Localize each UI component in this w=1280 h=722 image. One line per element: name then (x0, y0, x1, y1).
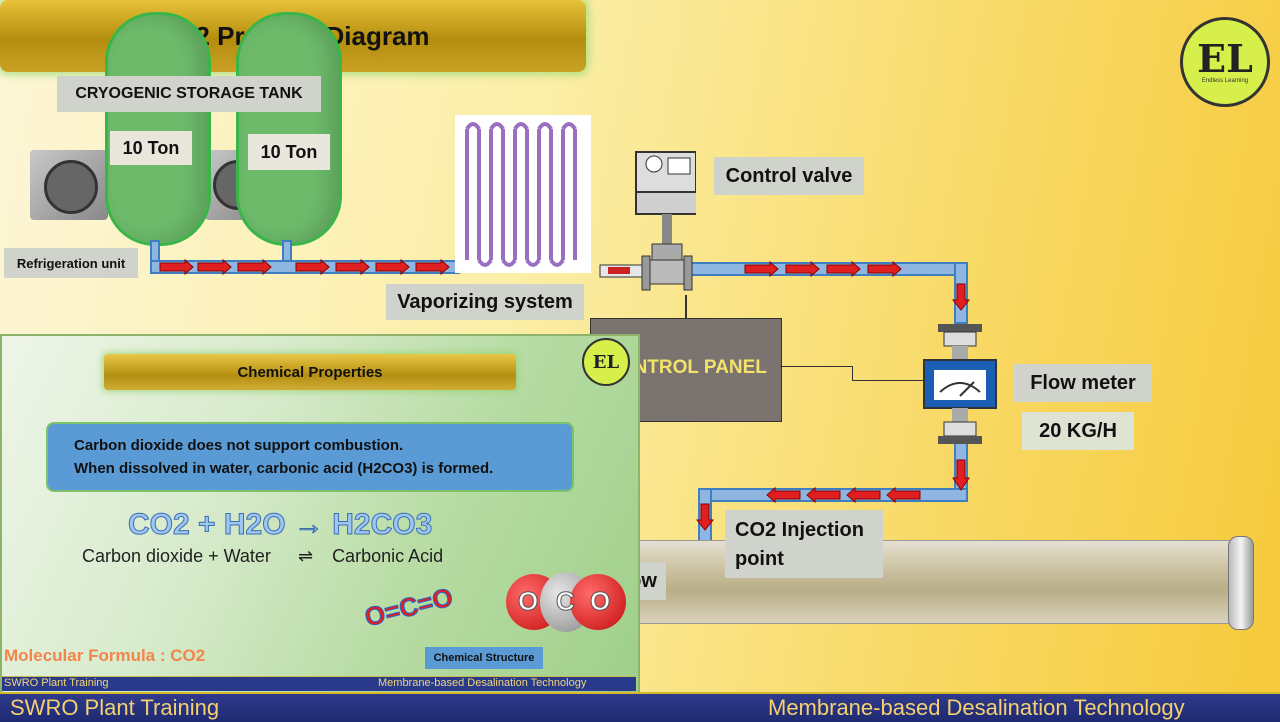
co2-molecule-model: O C O (506, 572, 626, 634)
flow-arrow (197, 258, 232, 276)
properties-box: Carbon dioxide does not support combusti… (46, 422, 574, 492)
equation-words-right: Carbonic Acid (332, 546, 444, 566)
flow-arrow (951, 283, 971, 311)
control-panel-label: CONTROL PANEL (605, 357, 767, 378)
flow-rate-label: 20 KG/H (1022, 412, 1134, 450)
inset-footer-left: SWRO Plant Training (4, 677, 109, 689)
injection-point-line2: point (735, 548, 784, 570)
flow-arrow (952, 459, 970, 491)
inset-logo-letters: EL (592, 351, 620, 373)
flow-arrow (766, 486, 801, 504)
atom-label-o2: O (589, 586, 611, 617)
flow-arrow (375, 258, 410, 276)
flow-arrow (886, 486, 921, 504)
inset-header-title: Chemical Properties (237, 363, 383, 381)
control-valve-label: Control valve (714, 157, 864, 195)
equation-words-left: Carbon dioxide + Water (82, 546, 271, 566)
logo-letters: EL (1197, 36, 1253, 81)
flow-arrow (295, 258, 330, 276)
flow-arrow (415, 258, 450, 276)
control-valve-icon (596, 150, 701, 320)
injection-point-label: CO2 Injection point (725, 510, 883, 578)
chemical-equation: CO2 + H2O → H2CO3 (128, 508, 433, 542)
injection-point-line1: CO2 Injection (735, 519, 864, 541)
atom-label-c: C (556, 586, 576, 617)
flow-arrow (806, 486, 841, 504)
refrigeration-label: Refrigeration unit (4, 248, 138, 278)
inset-footer-right: Membrane-based Desalination Technology (378, 677, 587, 689)
property-fact-1: Carbon dioxide does not support combusti… (74, 437, 404, 454)
control-wire (685, 295, 687, 318)
storage-tank-1 (105, 12, 211, 246)
flow-arrow (785, 260, 820, 278)
property-fact-2: When dissolved in water, carbonic acid (… (74, 460, 494, 477)
footer-right: Membrane-based Desalination Technology (768, 695, 1185, 720)
inset-logo: EL (582, 338, 630, 386)
refrigeration-machine-icon (30, 150, 108, 220)
inset-footer: SWRO Plant Training Membrane-based Desal… (2, 676, 636, 691)
flow-arrow (744, 260, 779, 278)
footer-bar: SWRO Plant Training Membrane-based Desal… (0, 692, 1280, 722)
control-wire (852, 366, 853, 380)
equation-words: Carbon dioxide + Water ⇌ Carbonic Acid (82, 546, 502, 567)
tank-2-capacity: 10 Ton (248, 134, 330, 170)
logo-tagline: Endless Learning (1201, 78, 1249, 84)
atom-label-o1: O (517, 586, 539, 617)
flow-arrow (826, 260, 861, 278)
logo: EL Endless Learning (1180, 17, 1270, 107)
structure-formula: O=C=O (361, 581, 456, 633)
vaporizer-coil (455, 115, 591, 273)
molecular-formula: Molecular Formula : CO2 (4, 646, 206, 665)
flow-arrow (867, 260, 902, 278)
equation-arrow: ⇌ (297, 546, 314, 566)
main-pipeline (620, 540, 1234, 624)
inset-header: Chemical Properties (104, 354, 516, 390)
tank-1-capacity: 10 Ton (110, 131, 192, 165)
flow-arrow (237, 258, 272, 276)
flow-meter-label: Flow meter (1014, 364, 1152, 402)
flow-arrow (695, 503, 715, 531)
chemical-structure-label: Chemical Structure (425, 647, 543, 669)
control-panel: CONTROL PANEL (590, 318, 782, 422)
pipeline-endcap (1228, 536, 1254, 630)
storage-tank-label: CRYOGENIC STORAGE TANK (57, 76, 321, 112)
footer-left: SWRO Plant Training (10, 695, 220, 720)
flow-meter-icon (918, 318, 1006, 452)
flow-arrow (335, 258, 370, 276)
vaporizing-label: Vaporizing system (386, 284, 584, 320)
control-wire (780, 366, 852, 367)
flow-arrow (159, 258, 194, 276)
flow-arrow (846, 486, 881, 504)
chemical-properties-panel: Chemical Properties EL Carbon dioxide do… (0, 334, 640, 694)
control-wire (852, 380, 924, 381)
